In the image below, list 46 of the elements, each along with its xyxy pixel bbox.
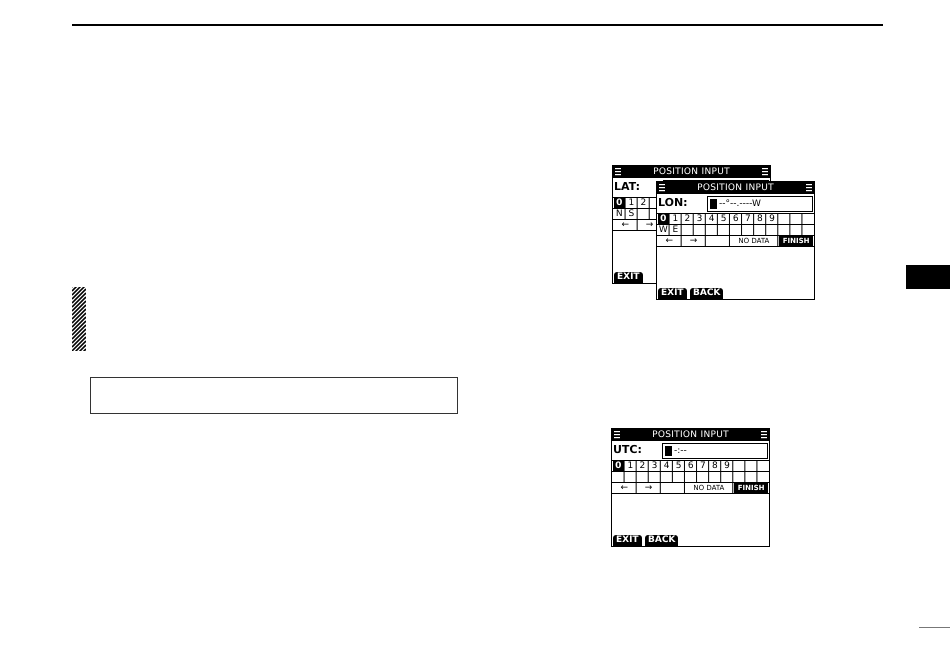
keypad-key: 0 xyxy=(658,214,669,224)
keypad-key: 9 xyxy=(766,214,778,224)
keypad-key: S xyxy=(626,209,637,219)
keypad-key: 6 xyxy=(685,461,696,471)
keypad-key: 7 xyxy=(698,461,708,471)
keypad-key: E xyxy=(670,225,681,235)
title-bar: POSITION INPUT xyxy=(613,166,770,178)
keypad-key: 9 xyxy=(722,461,732,471)
keypad-key: ← xyxy=(614,220,637,230)
title-bar: POSITION INPUT xyxy=(657,182,814,194)
keypad-key: 0 xyxy=(614,198,625,208)
softkey-button: BACK xyxy=(690,288,724,299)
keypad-key: ← xyxy=(613,483,636,493)
keypad-key: 7 xyxy=(742,214,754,224)
keypad-key: 5 xyxy=(718,214,729,224)
keypad-key: 2 xyxy=(682,214,693,224)
keypad-key: 2 xyxy=(638,198,649,208)
softkey-button: EXIT xyxy=(613,535,642,546)
keypad-key: 3 xyxy=(694,214,705,224)
field-label: LON: xyxy=(658,196,688,210)
keypad-key: 1 xyxy=(670,214,681,224)
field-value: --°--.----W xyxy=(719,198,761,211)
softkey-button: EXIT xyxy=(658,288,687,299)
keypad-key: 1 xyxy=(626,198,637,208)
softkey-button: BACK xyxy=(645,535,678,546)
keypad-key: 8 xyxy=(754,214,766,224)
field-label: LAT: xyxy=(614,180,640,194)
keypad-key: 1 xyxy=(625,461,636,471)
field-value: -:-- xyxy=(674,445,687,458)
keypad-key: 4 xyxy=(661,461,672,471)
keypad-key: → xyxy=(682,236,705,246)
keypad-key: 0 xyxy=(613,461,624,471)
note-box xyxy=(90,377,458,414)
keypad-key: 5 xyxy=(673,461,684,471)
keypad-key: 8 xyxy=(710,461,720,471)
keypad-key: 6 xyxy=(730,214,742,224)
keypad-key: 3 xyxy=(649,461,660,471)
keypad-key: 2 xyxy=(637,461,648,471)
title-bar: POSITION INPUT xyxy=(612,429,769,441)
keypad-key: W xyxy=(658,225,669,235)
keypad-key: 4 xyxy=(706,214,717,224)
field-label: UTC: xyxy=(613,443,642,457)
keypad-key: ← xyxy=(658,236,681,246)
softkey-button: EXIT xyxy=(614,272,643,283)
keypad-key: → xyxy=(637,483,660,493)
keypad-key: N xyxy=(614,209,625,219)
